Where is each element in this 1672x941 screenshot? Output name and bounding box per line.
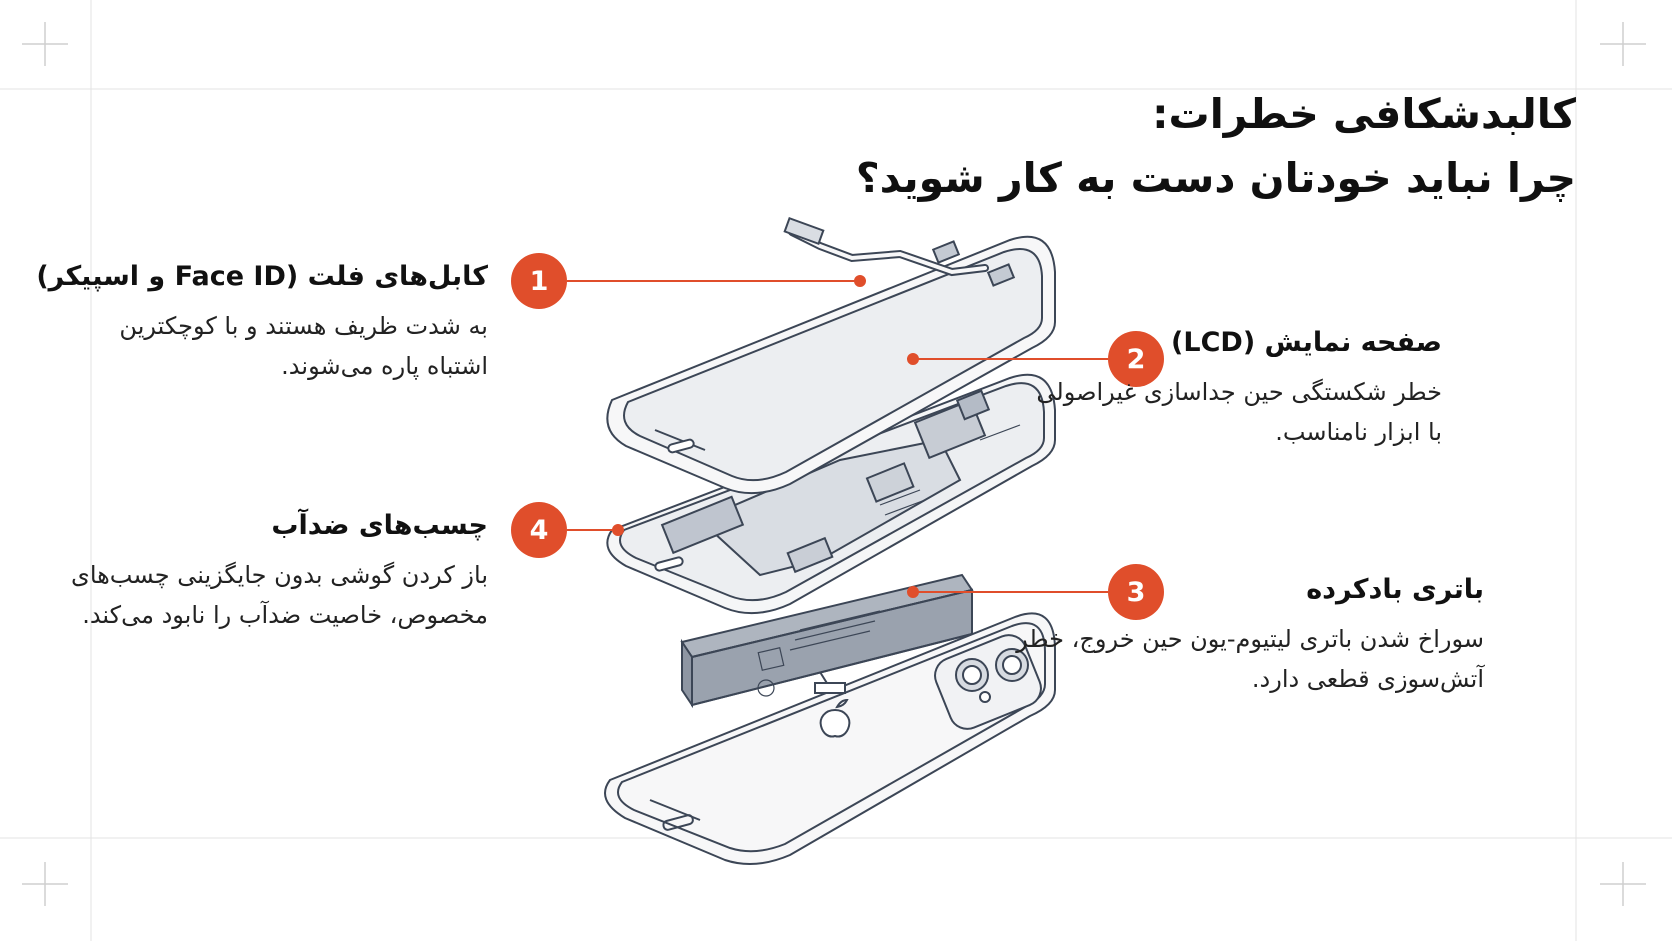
callout-body: خطر شکستگی حین جداسازی غیراصولی با ابزار…	[1036, 378, 1442, 446]
title-line-2: چرا نباید خودتان دست به کار شوید؟	[855, 154, 1576, 202]
callout-swollen-battery: باتری بادکرده سوراخ شدن باتری لیتیوم-یون…	[1014, 571, 1484, 699]
leader-lines	[567, 275, 1108, 598]
callout-body: به شدت ظریف هستند و با کوچکترین اشتباه پ…	[119, 312, 488, 380]
apple-logo-icon	[819, 698, 851, 738]
page-title: کالبدشکافی خطرات: چرا نباید خودتان دست ب…	[676, 82, 1576, 210]
callout-heading: کابل‌های فلت (Face ID و اسپیکر)	[36, 261, 488, 292]
internal-frame	[606, 373, 1056, 615]
callout-badge-3: 3	[1108, 564, 1164, 620]
callout-flex-cables: کابل‌های فلت (Face ID و اسپیکر) به شدت ظ…	[36, 258, 488, 386]
battery	[680, 573, 974, 709]
callout-heading: باتری بادکرده	[1306, 574, 1484, 605]
callout-badge-2: 2	[1108, 331, 1164, 387]
callout-badge-1: 1	[511, 253, 567, 309]
callout-body: سوراخ شدن باتری لیتیوم-یون حین خروج، خطر…	[1016, 625, 1484, 693]
screen-module	[606, 216, 1056, 495]
callout-badge-4: 4	[511, 502, 567, 558]
callout-heading: چسب‌های ضدآب	[271, 510, 488, 541]
callout-heading: صفحه نمایش (LCD)	[1171, 327, 1442, 358]
title-line-1: کالبدشکافی خطرات:	[1152, 90, 1576, 138]
callout-display: صفحه نمایش (LCD) خطر شکستگی حین جداسازی …	[1022, 324, 1442, 452]
back-shell	[604, 612, 1056, 865]
callout-waterproof-adhesive: چسب‌های ضدآب باز کردن گوشی بدون جایگزینی…	[68, 507, 488, 635]
callout-body: باز کردن گوشی بدون جایگزینی چسب‌های مخصو…	[71, 561, 488, 629]
